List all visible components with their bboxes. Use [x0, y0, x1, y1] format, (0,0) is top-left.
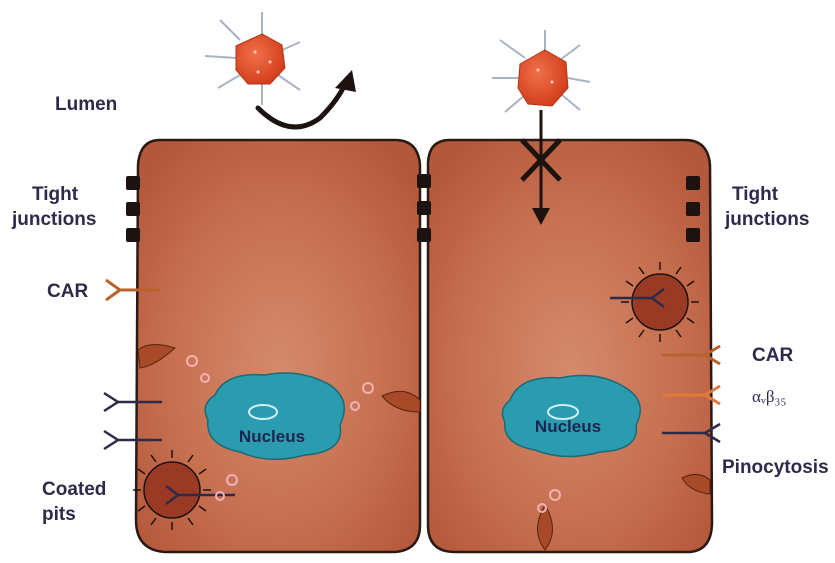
nucleus-right: Nucleus	[502, 376, 640, 457]
coated-pits-label-line2: pits	[42, 504, 76, 525]
tight-junctions-left	[126, 176, 140, 242]
pinocytosis-label: Pinocytosis	[722, 457, 829, 478]
car-right-label: CAR	[752, 345, 793, 366]
tight-junctions-right-label-line2: junctions	[724, 209, 809, 230]
tight-junctions-right	[686, 176, 700, 242]
tight-junctions-right-label-line1: Tight	[732, 184, 779, 205]
adenovirus-right	[492, 30, 590, 112]
coated-pits-label-line1: Coated	[42, 479, 106, 500]
lumen-label: Lumen	[55, 94, 117, 115]
tight-junctions-left-label-line1: Tight	[32, 184, 79, 205]
nucleus-left: Nucleus	[205, 373, 344, 459]
right-epithelial-cell	[428, 140, 712, 552]
tight-junctions-left-label-line2: junctions	[11, 209, 96, 230]
car-left-label: CAR	[47, 281, 88, 302]
nucleus-right-label: Nucleus	[535, 417, 601, 436]
nucleus-left-label: Nucleus	[239, 427, 305, 446]
adenovirus-left	[205, 12, 300, 105]
integrin-label: αᵥβ₃₅	[752, 387, 786, 406]
tight-junctions-middle	[417, 174, 431, 242]
